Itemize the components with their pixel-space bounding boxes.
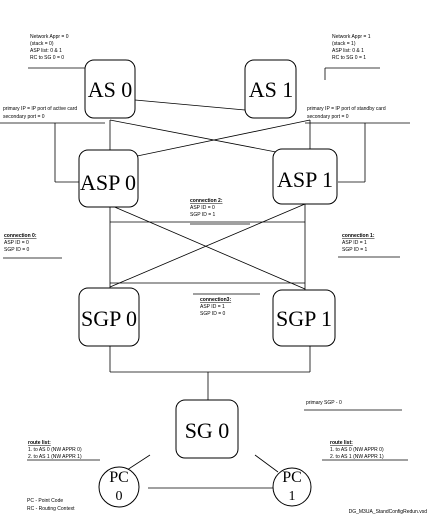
as0-label: AS 0: [88, 77, 133, 102]
legend-item: PC - Point Code: [27, 498, 63, 504]
conn1-info: connection 1: ASP ID = 1 SGP ID = 1: [342, 233, 375, 253]
sgp1-label: SGP 1: [276, 306, 332, 331]
sgp0-label: SGP 0: [81, 306, 137, 331]
sgp0-box: [78, 287, 140, 347]
link-as0-as1: [134, 99, 246, 111]
asp0-label: ASP 0: [80, 170, 136, 195]
pc1-circle: [272, 467, 312, 507]
conn1-line: SGP ID = 1: [342, 247, 368, 253]
asp1-label: ASP 1: [277, 167, 333, 192]
asp0-info-line: secondary port = 0: [3, 114, 45, 120]
conn2-info: connection 2: ASP ID = 0 SGP ID = 1: [190, 198, 223, 218]
sgp1-box: [272, 289, 336, 347]
pc1-label-top: PC: [282, 469, 302, 486]
conn2-line: ASP ID = 0: [190, 205, 215, 211]
as0-info-line: Network Appr = 0: [30, 34, 69, 40]
node-asp0: ASP 0: [78, 149, 139, 208]
conn3-line: SGP ID = 0: [200, 311, 226, 317]
as1-info: Network Appr = 1 (stack = 1) ASP list: 0…: [332, 34, 371, 61]
node-asp1: ASP 1: [272, 148, 338, 205]
conn2-line: SGP ID = 1: [190, 212, 216, 218]
node-sgp1: SGP 1: [272, 289, 336, 347]
node-sg0: SG 0: [175, 399, 239, 459]
as1-label: AS 1: [249, 77, 294, 102]
pc0-label-bottom: 0: [116, 489, 123, 504]
link-asp1-sgp0: [109, 203, 306, 288]
connector-lines: [0, 67, 410, 489]
link-as0-asp1: [109, 119, 308, 159]
sg0-info-line: primary SGP - 0: [306, 400, 342, 406]
route-right-line: 2. to AS 1 (NW APPR 1): [330, 454, 384, 460]
route-left-info: route list: 1. to AS 0 (NW APPR 0) 2. to…: [28, 440, 82, 460]
node-pc0: PC 0: [98, 466, 140, 508]
as1-info-line: Network Appr = 1: [332, 34, 371, 40]
as0-info-line: (stack = 0): [30, 41, 54, 47]
link-as1-asp0: [117, 119, 311, 161]
node-sgp0: SGP 0: [78, 287, 140, 347]
as1-box: [244, 59, 297, 119]
conn3-info: connection3: ASP ID = 1 SGP ID = 0: [200, 297, 231, 317]
as0-info-line: ASP list: 0 & 1: [30, 48, 62, 54]
node-as0: AS 0: [84, 59, 136, 119]
conn3-line: ASP ID = 1: [200, 304, 225, 310]
file-name: DG_M3UA_StandConfigRedun.vsd: [349, 509, 428, 515]
asp0-info-line: primary IP = IP port of active card: [3, 106, 77, 112]
conn0-title: connection 0:: [4, 233, 37, 239]
route-right-info: route list: 1. to AS 0 (NW APPR 0) 2. to…: [330, 440, 384, 460]
as0-info: Network Appr = 0 (stack = 0) ASP list: 0…: [30, 34, 69, 61]
node-as1: AS 1: [244, 59, 297, 119]
conn1-title: connection 1:: [342, 233, 375, 239]
conn2-title: connection 2:: [190, 198, 223, 204]
pc1-label-bottom: 1: [289, 489, 296, 504]
sg0-box: [175, 399, 239, 459]
legend: PC - Point Code RC - Routing Context: [27, 498, 75, 512]
pc0-circle: [98, 466, 140, 508]
asp1-info: primary IP = IP port of standby card sec…: [307, 106, 386, 120]
asp1-info-line: secondary port = 0: [307, 114, 349, 120]
conn0-info: connection 0: ASP ID = 0 SGP ID = 0: [4, 233, 37, 253]
as0-info-line: RC to SG 0 = 0: [30, 55, 64, 61]
legend-item: RC - Routing Context: [27, 506, 75, 512]
asp1-info-line: primary IP = IP port of standby card: [307, 106, 386, 112]
link-asp0-sgp1: [109, 204, 306, 290]
pc0-label-top: PC: [109, 469, 129, 486]
asp1-box: [272, 148, 338, 205]
route-right-line: 1. to AS 0 (NW APPR 0): [330, 447, 384, 453]
as1-info-line: ASP list: 0 & 1: [332, 48, 364, 54]
as1-info-line: (stack = 1): [332, 41, 356, 47]
sg0-info: primary SGP - 0: [306, 400, 342, 406]
conn0-line: SGP ID = 0: [4, 247, 30, 253]
as0-box: [84, 59, 136, 119]
sg0-label: SG 0: [185, 418, 230, 443]
route-left-title: route list:: [28, 440, 51, 446]
route-left-line: 2. to AS 1 (NW APPR 1): [28, 454, 82, 460]
conn3-title: connection3:: [200, 297, 231, 303]
route-right-title: route list:: [330, 440, 353, 446]
node-pc1: PC 1: [272, 467, 312, 507]
asp0-box: [78, 149, 139, 208]
route-left-line: 1. to AS 0 (NW APPR 0): [28, 447, 82, 453]
conn1-line: ASP ID = 1: [342, 240, 367, 246]
conn0-line: ASP ID = 0: [4, 240, 29, 246]
as1-info-line: RC to SG 0 = 1: [332, 55, 366, 61]
link-sg0-pc1: [254, 454, 279, 473]
asp0-info: primary IP = IP port of active card seco…: [3, 106, 77, 120]
